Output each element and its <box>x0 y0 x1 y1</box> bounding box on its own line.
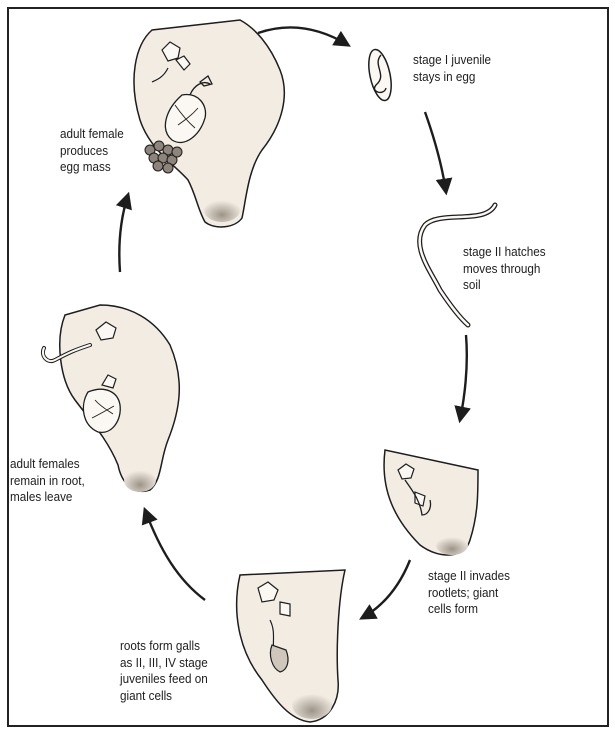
label-adult-females-remain: adult females remain in root, males leav… <box>10 456 85 506</box>
root-adult-female-egg-mass <box>134 20 284 227</box>
arrow-to-stage-one <box>258 27 348 45</box>
arrow-to-left-root <box>145 510 205 600</box>
label-stage-two-invades-line2: rootlets; giant <box>428 585 510 602</box>
arrow-to-top-root <box>119 195 128 272</box>
label-adult-females-remain-line1: adult females <box>10 456 85 473</box>
label-stage-two-invades-line1: stage II invades <box>428 568 510 585</box>
label-roots-form-galls-line4: giant cells <box>120 688 208 705</box>
label-roots-form-galls-line2: as II, III, IV stage <box>120 655 208 672</box>
egg-stage-one <box>365 47 395 102</box>
label-roots-form-galls-line3: juveniles feed on <box>120 671 208 688</box>
label-adult-females-remain-line2: remain in root, <box>10 473 85 490</box>
label-stage-two-hatches-line1: stage II hatches <box>463 244 546 261</box>
label-roots-form-galls: roots form galls as II, III, IV stage ju… <box>120 638 208 704</box>
root-with-galls <box>237 570 345 722</box>
label-adult-female-egg-mass-line1: adult female <box>60 126 124 143</box>
label-adult-female-egg-mass-line2: produces <box>60 143 124 160</box>
label-stage-two-hatches: stage II hatches moves through soil <box>463 244 546 294</box>
label-stage-one-line2: stays in egg <box>413 69 491 86</box>
label-stage-one: stage I juvenile stays in egg <box>413 52 491 85</box>
label-stage-two-hatches-line3: soil <box>463 277 546 294</box>
label-adult-female-egg-mass-line3: egg mass <box>60 159 124 176</box>
arrow-to-galls <box>362 560 410 618</box>
label-adult-females-remain-line3: males leave <box>10 489 85 506</box>
label-roots-form-galls-line1: roots form galls <box>120 638 208 655</box>
label-stage-one-line1: stage I juvenile <box>413 52 491 69</box>
label-stage-two-invades-line3: cells form <box>428 601 510 618</box>
label-adult-female-egg-mass: adult female produces egg mass <box>60 126 124 176</box>
arrow-to-rootlet <box>460 335 467 420</box>
label-stage-two-invades: stage II invades rootlets; giant cells f… <box>428 568 510 618</box>
arrow-to-stage-two <box>425 112 446 192</box>
rootlet-invaded <box>384 450 478 555</box>
label-stage-two-hatches-line2: moves through <box>463 261 546 278</box>
